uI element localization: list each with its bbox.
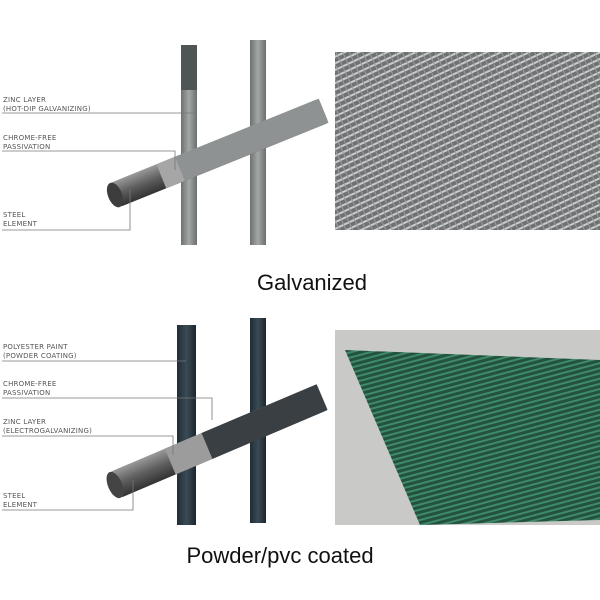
powder-coated-title: Powder/pvc coated — [186, 543, 374, 568]
label-polyester-paint: POLYESTER PAINT (POWDER COATING) — [3, 343, 77, 360]
galvanized-title: Galvanized — [256, 270, 368, 295]
powder-coated-rods — [106, 318, 328, 525]
label-chrome-free: CHROME-FREE PASSIVATION — [3, 380, 57, 397]
label-zinc-layer: ZINC LAYER (HOT-DIP GALVANIZING) — [3, 96, 91, 113]
label-zinc-layer: ZINC LAYER (ELECTROGALVANIZING) — [3, 418, 93, 435]
label-steel-element: STEEL ELEMENT — [3, 492, 38, 509]
label-chrome-free: CHROME-FREE PASSIVATION — [3, 134, 57, 151]
label-steel-element: STEEL ELEMENT — [3, 211, 38, 228]
galvanized-mesh-photo — [335, 52, 600, 230]
leader-lines — [2, 112, 213, 511]
galvanized-rods — [106, 40, 329, 245]
